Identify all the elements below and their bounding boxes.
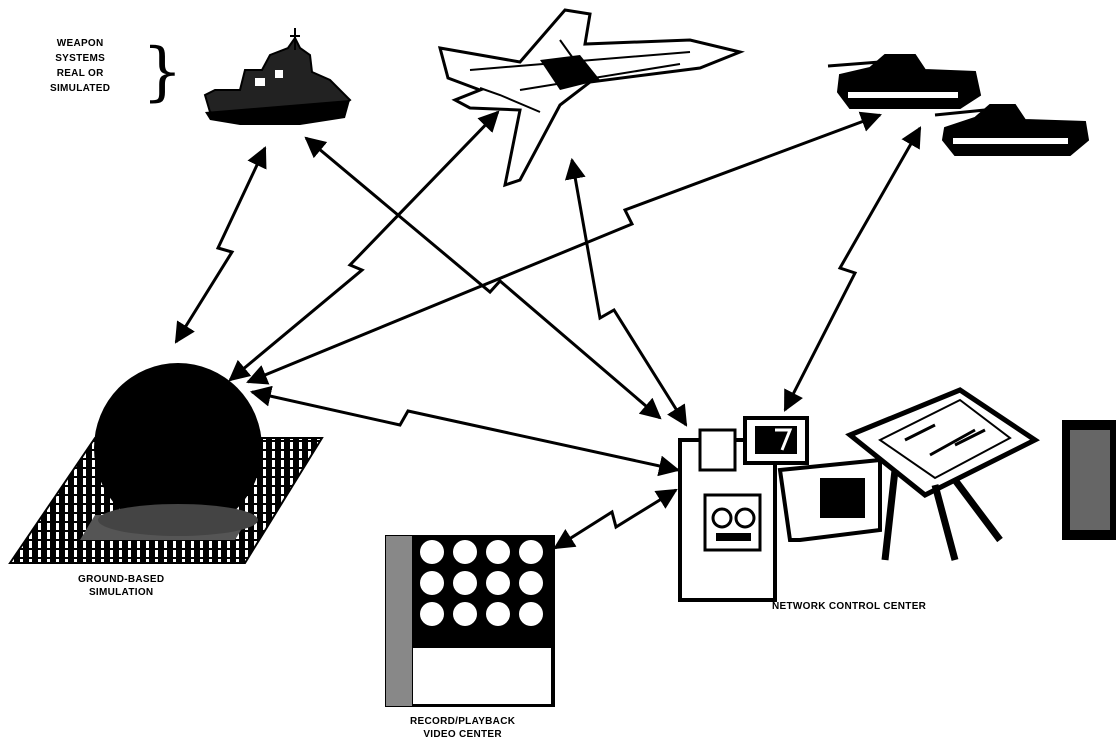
communication-links	[174, 110, 922, 550]
ship-icon	[203, 28, 352, 125]
link-tank-ncc	[783, 126, 922, 412]
tank-icon	[827, 54, 1090, 156]
weapon-systems-label: WEAPON SYSTEMS REAL OR SIMULATED	[50, 36, 110, 96]
link-ship-dome	[174, 146, 267, 344]
brace-glyph: }	[142, 35, 183, 109]
control-console-icon	[678, 387, 1116, 602]
network-control-center-label: NETWORK CONTROL CENTER	[772, 601, 927, 612]
link-jet-dome	[228, 110, 500, 382]
simulation-dome-icon	[8, 363, 324, 564]
weapon-systems-line-1: WEAPON	[56, 38, 104, 49]
weapon-systems-line-4: SIMULATED	[50, 83, 111, 94]
weapon-systems-line-3: REAL OR	[56, 68, 104, 79]
link-ship-ncc	[304, 136, 662, 420]
video-monitor-wall-icon	[385, 535, 555, 707]
ground-based-line-1: GROUND-BASED	[78, 574, 165, 585]
link-tank-dome	[246, 111, 882, 385]
link-video-ncc	[553, 488, 678, 550]
link-dome-ncc	[249, 385, 681, 477]
weapon-systems-line-2: SYSTEMS	[55, 53, 106, 64]
link-jet-ncc	[564, 157, 688, 427]
ground-based-line-2: SIMULATION	[88, 587, 154, 598]
video-center-line-1: RECORD/PLAYBACK	[410, 716, 516, 727]
ground-based-simulation-label: GROUND-BASED SIMULATION	[78, 573, 164, 599]
video-center-label: RECORD/PLAYBACK VIDEO CENTER	[410, 715, 515, 741]
fighter-jet-icon	[437, 8, 745, 188]
video-center-line-2: VIDEO CENTER	[423, 729, 502, 740]
